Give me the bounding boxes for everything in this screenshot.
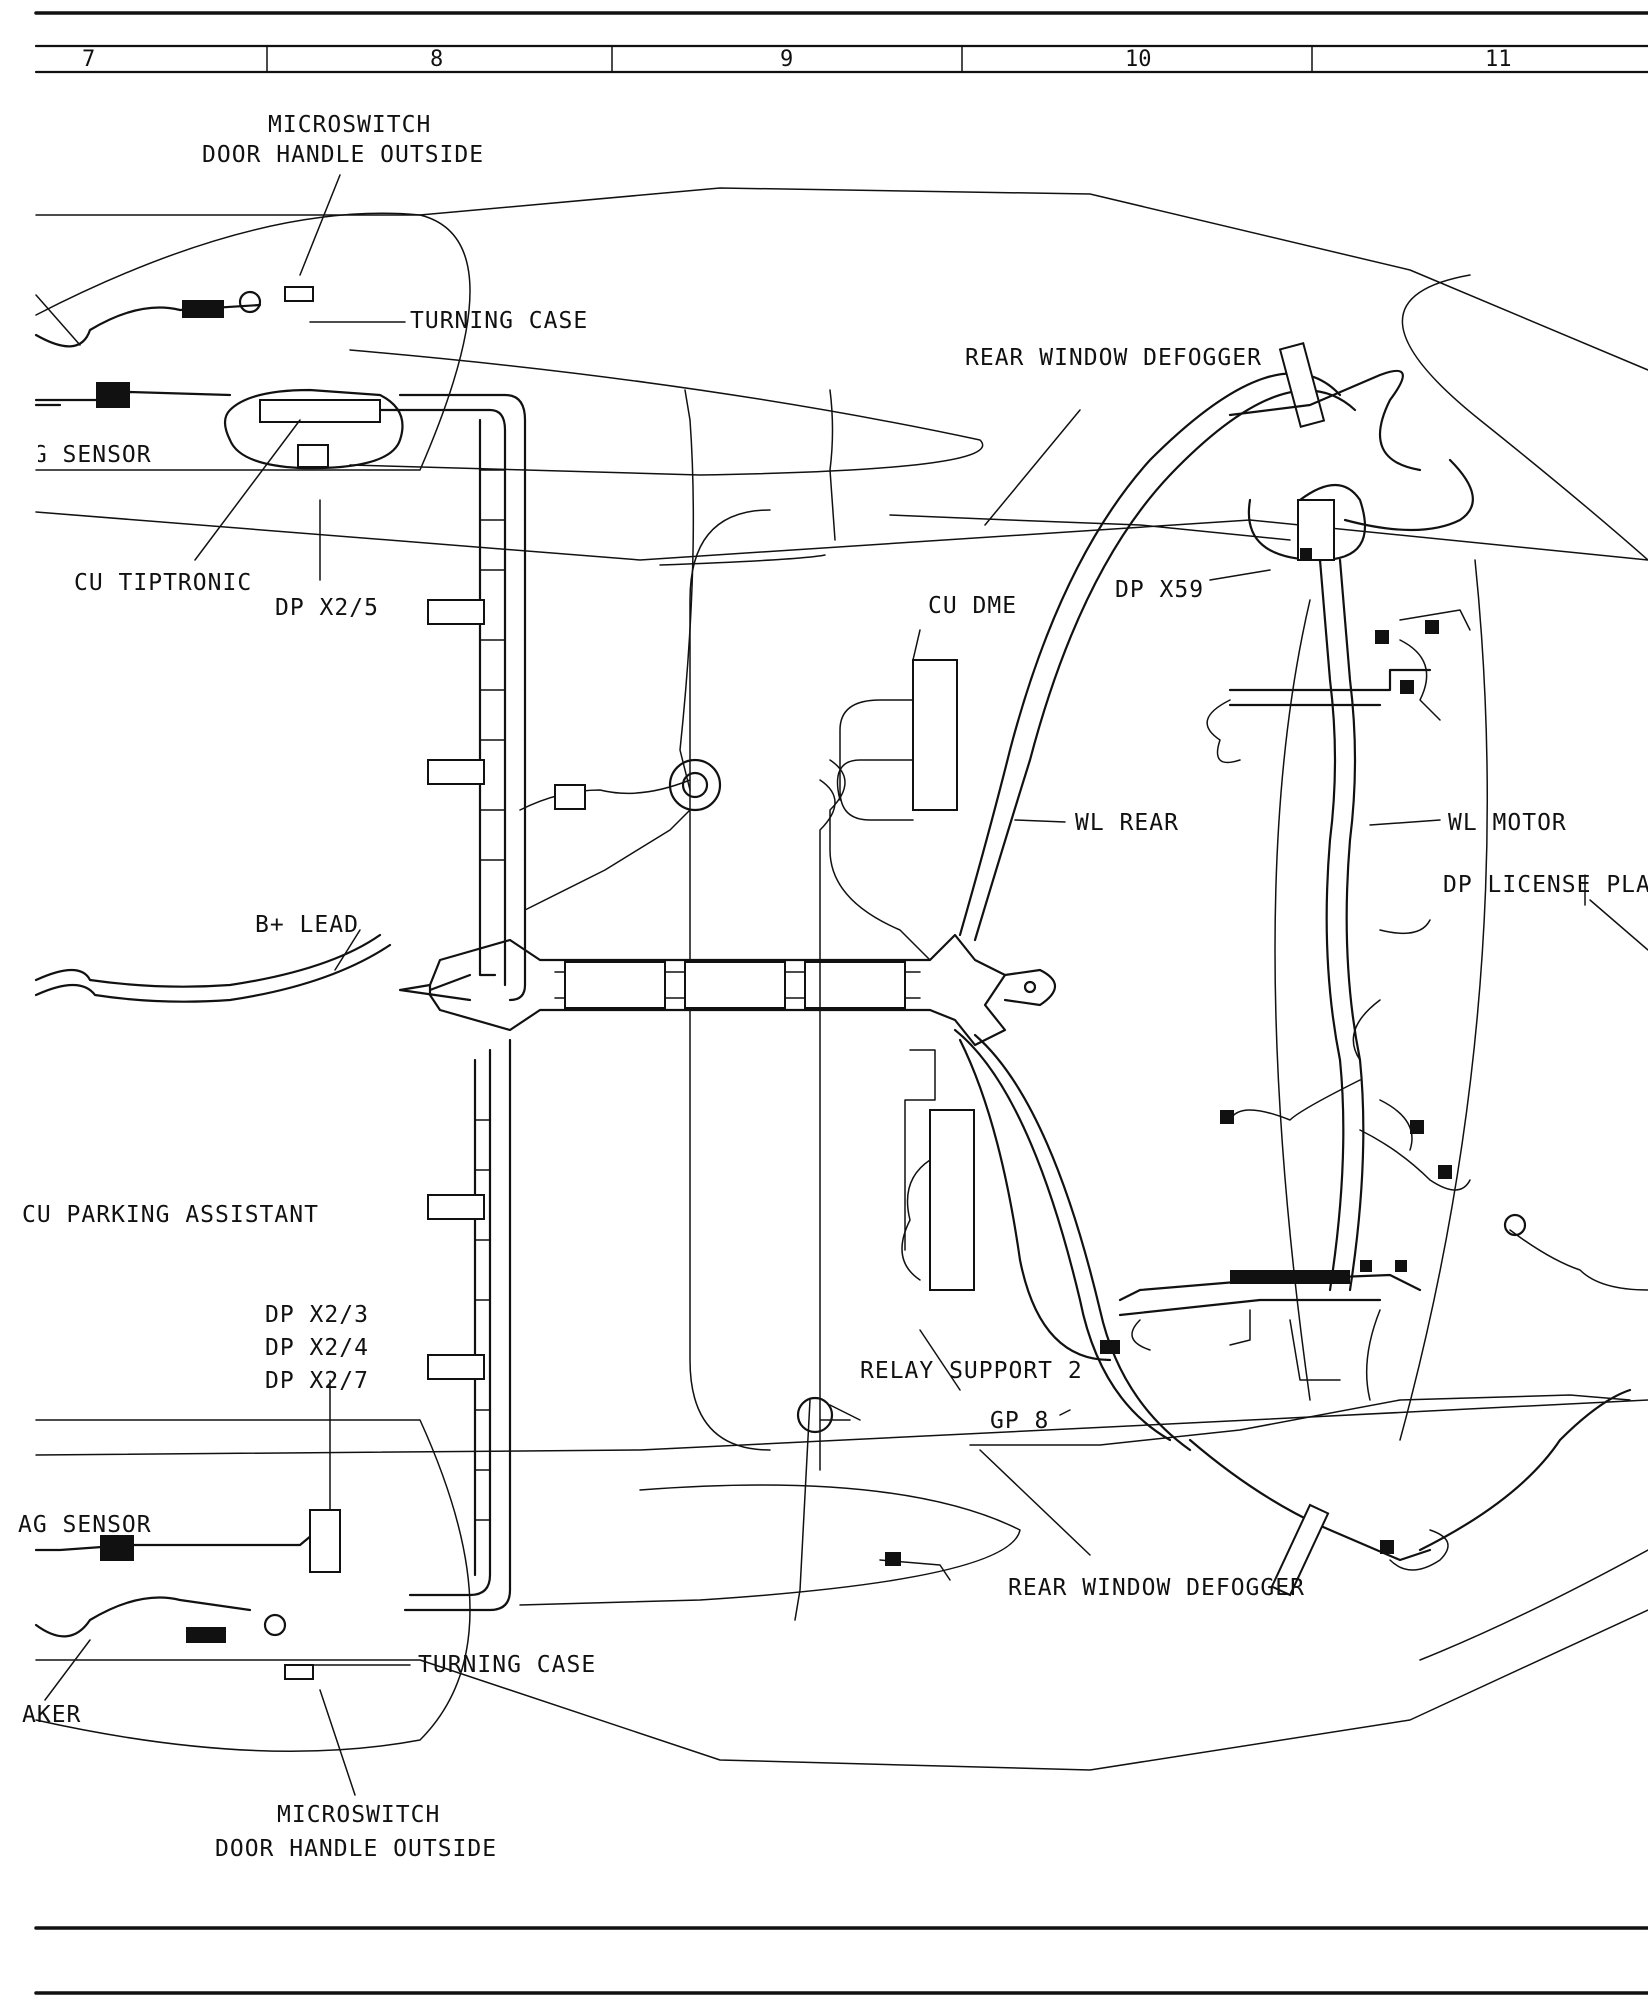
label-gp-8: GP 8	[990, 1408, 1049, 1434]
label-wl-motor: WL MOTOR	[1448, 810, 1567, 836]
label-cu-dme: CU DME	[928, 593, 1017, 619]
label-dp-x2-4: DP X2/4	[265, 1335, 369, 1361]
zone-8: 8	[430, 47, 443, 72]
label-rear-window-defogger-bottom: REAR WINDOW DEFOGGER	[1008, 1575, 1305, 1601]
label-dp-license-plate: DP LICENSE PLA	[1443, 872, 1648, 898]
wl-rear-harness	[953, 372, 1357, 1452]
label-ag-sensor-bottom: AG SENSOR	[18, 1512, 152, 1538]
label-cu-tiptronic: CU TIPTRONIC	[74, 570, 252, 596]
label-rear-window-defogger-top: REAR WINDOW DEFOGGER	[965, 345, 1262, 371]
label-dp-x2-5: DP X2/5	[275, 595, 379, 621]
label-dp-x59: DP X59	[1115, 577, 1204, 603]
label-dp-x2-3: DP X2/3	[265, 1302, 369, 1328]
label-relay-support-2: RELAY SUPPORT 2	[860, 1358, 1083, 1384]
zone-9: 9	[780, 47, 793, 72]
leader-lines	[35, 174, 1648, 1796]
label-wl-rear: WL REAR	[1075, 810, 1179, 836]
top-border: 7 8 9 10 11	[34, 11, 1648, 74]
label-door-handle-outside-bottom: DOOR HANDLE OUTSIDE	[215, 1836, 497, 1862]
label-cu-parking-assistant: CU PARKING ASSISTANT	[22, 1202, 319, 1228]
labels: MICROSWITCH DOOR HANDLE OUTSIDE TURNING …	[18, 112, 1648, 1862]
zone-10: 10	[1125, 47, 1152, 72]
right-harness	[1100, 342, 1648, 1597]
label-turning-case-bottom: TURNING CASE	[418, 1652, 596, 1678]
cross-harness	[398, 933, 1057, 1047]
label-dp-x2-7: DP X2/7	[265, 1368, 369, 1394]
label-aker: AKER	[22, 1702, 81, 1728]
label-b-lead: B+ LEAD	[255, 912, 359, 938]
label-door-handle-outside-top: DOOR HANDLE OUTSIDE	[202, 142, 484, 168]
zone-7: 7	[82, 47, 95, 72]
relay-support-box	[901, 1038, 1112, 1362]
label-microswitch-bottom: MICROSWITCH	[277, 1802, 440, 1828]
bottom-border	[34, 1926, 1648, 1995]
left-components	[34, 286, 951, 1680]
label-ag-sensor-top: AG SENSOR	[18, 442, 152, 468]
zone-11: 11	[1485, 47, 1512, 72]
main-harness-left	[378, 393, 527, 1612]
cu-dme-box	[819, 659, 958, 1471]
defogger-wires	[659, 514, 1631, 1446]
label-microswitch-top: MICROSWITCH	[268, 112, 431, 138]
label-turning-case-top: TURNING CASE	[410, 308, 588, 334]
